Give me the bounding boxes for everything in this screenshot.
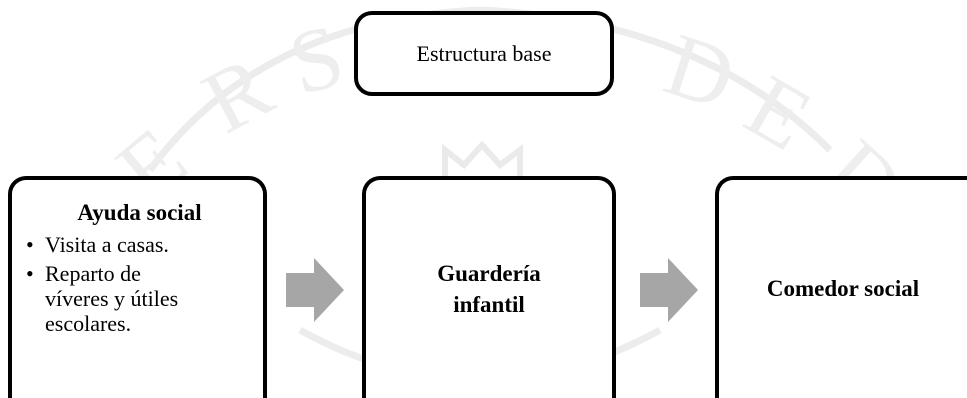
bullet-icon: • [26, 261, 34, 286]
list-item-text-line-1: Reparto de [45, 261, 141, 286]
list-item: • Visita a casas. [26, 232, 253, 257]
svg-text:E: E [730, 57, 827, 170]
bullet-icon: • [26, 232, 34, 257]
list-item-text: Visita a casas. [45, 232, 169, 257]
list-item-text-line-2: víveres y útiles [45, 286, 179, 311]
list-item-text-line-3: escolares. [45, 311, 132, 336]
arrow-right-icon [286, 258, 344, 322]
comedor-social-label: Comedor social [766, 276, 920, 301]
arrow-right-icon [640, 258, 698, 322]
list-item: • Reparto de víveres y útiles escolares. [26, 261, 253, 336]
svg-text:D: D [654, 15, 746, 129]
guarderia-label-line-1: Guardería [437, 261, 541, 286]
comedor-social-box: Comedor social [715, 176, 967, 398]
ayuda-social-box: Ayuda social • Visita a casas. • Reparto… [8, 176, 267, 398]
estructura-base-label: Estructura base [416, 40, 552, 66]
svg-text:R: R [188, 37, 287, 153]
ayuda-social-list: • Visita a casas. • Reparto de víveres y… [26, 232, 253, 336]
estructura-base-box: Estructura base [354, 11, 614, 96]
guarderia-label-line-2: infantil [453, 292, 525, 317]
svg-text:S: S [280, 6, 354, 115]
ayuda-social-title: Ayuda social [77, 200, 202, 225]
guarderia-infantil-box: Guardería infantil [362, 176, 616, 398]
